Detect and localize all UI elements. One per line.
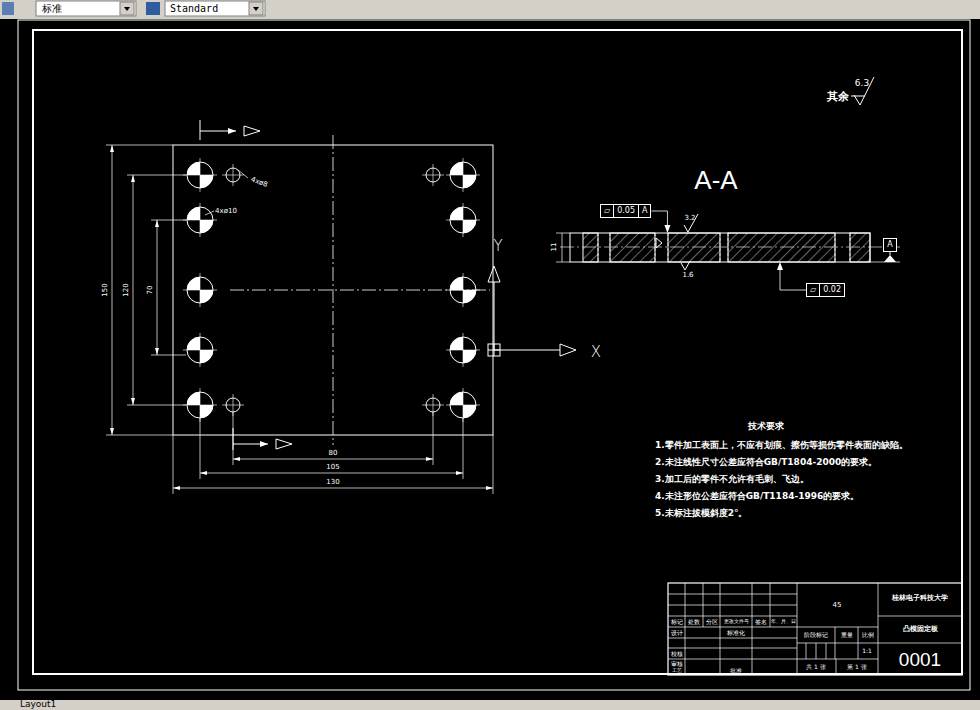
table-cell: 共 1 张: [806, 664, 826, 671]
material: 45: [833, 602, 842, 610]
table-cell: 阶段标记: [804, 632, 828, 639]
tolerance-frame: ▱0.02: [806, 283, 845, 297]
hole-callout: 4xø10: [215, 208, 237, 216]
hole: [446, 388, 480, 422]
hole: [446, 158, 480, 192]
drawing-number: 0001: [899, 650, 941, 671]
tolerance-frame: ▱0.05A: [600, 204, 651, 218]
frame-cell: ▱: [601, 205, 614, 217]
axis-label: Y: [493, 238, 502, 255]
table-cell: 签名: [755, 618, 767, 625]
layout-tab: Layout1: [20, 700, 56, 710]
arrowhead: [664, 225, 670, 233]
hole: [183, 388, 217, 422]
table-cell: 更改文件号: [724, 619, 749, 625]
technical-note: 1.零件加工表面上，不应有划痕、擦伤等损伤零件表面的缺陷。: [655, 441, 908, 451]
hole: [183, 203, 217, 237]
frame-cell: 0.02: [820, 284, 844, 296]
hole: [446, 333, 480, 367]
table-cell: 第 1 张: [847, 664, 867, 671]
section-title: A-A: [694, 166, 737, 195]
table-cell: 批准: [730, 667, 742, 674]
dimension: 150: [102, 283, 110, 296]
frame-cell: A: [639, 205, 650, 217]
hole: [422, 164, 444, 186]
technical-note: 3.加工后的零件不允许有毛刺、飞边。: [655, 475, 809, 485]
table-cell: 分区: [706, 618, 718, 625]
frame-cell: ▱: [807, 284, 820, 296]
dimension: 11: [551, 243, 559, 252]
table-cell: 处数: [688, 618, 700, 625]
datum-box: A: [883, 238, 896, 252]
table-cell: 比例: [862, 632, 874, 639]
table-cell: 校核: [671, 650, 683, 657]
dimension: 105: [326, 464, 339, 472]
dimension: 120: [123, 283, 131, 296]
table-cell: 重量: [841, 632, 853, 639]
table-cell: 标记: [671, 618, 683, 625]
hole: [183, 273, 217, 307]
table-cell: 年、月、日: [771, 619, 796, 625]
dimension: 70: [147, 286, 155, 295]
hole: [222, 164, 244, 186]
roughness-value: 3.2: [684, 215, 695, 223]
leader-line: [651, 211, 667, 231]
hole-callout: 4xø8: [250, 176, 269, 189]
frame-cell: 0.05: [614, 205, 639, 217]
toolbar-text: 标准: [42, 3, 62, 14]
arrowhead: [777, 262, 783, 270]
dimension: 130: [326, 479, 339, 487]
table-cell: 标准化: [727, 629, 745, 636]
technical-note: 4.未注形位公差应符合GB/T1184-1996的要求。: [655, 492, 859, 502]
axis-label: X: [591, 344, 601, 361]
hole: [446, 203, 480, 237]
hole: [183, 333, 217, 367]
notes-heading: 技术要求: [748, 422, 784, 432]
hole: [183, 158, 217, 192]
hole: [446, 273, 480, 307]
scale-value: 1:1: [862, 648, 872, 655]
technical-note: 5.未标注拔模斜度2°。: [655, 509, 747, 519]
toolbar-text: Standard: [170, 3, 218, 14]
dimension: 80: [329, 450, 338, 458]
school-name: 桂林电子科技大学: [892, 595, 948, 603]
leader-line: [780, 264, 806, 290]
table-cell: 审核: [671, 661, 683, 668]
technical-note: 2.未注线性尺寸公差应符合GB/T1804-2000的要求。: [655, 458, 877, 468]
table-cell: 工艺: [672, 668, 682, 674]
drawing-name: 凸模固定板: [903, 626, 938, 634]
table-cell: 设计: [671, 629, 683, 636]
roughness-value: 1.6: [682, 272, 693, 280]
roughness-note: 其余: [827, 91, 849, 103]
frame-cell: A: [884, 239, 895, 251]
roughness-value: 6.3: [855, 79, 869, 89]
